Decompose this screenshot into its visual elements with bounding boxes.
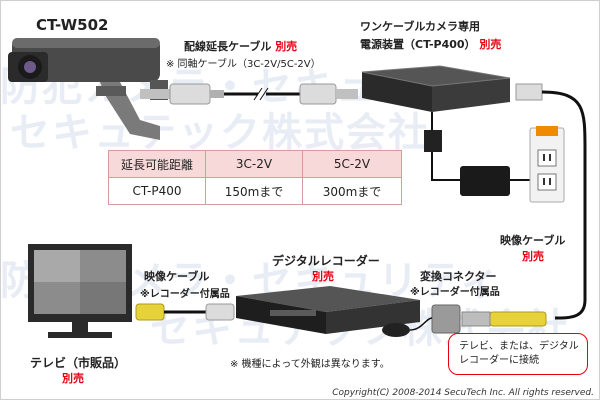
- callout-line1: テレビ、または、デジタル: [459, 341, 579, 352]
- extension-cable: [140, 83, 358, 105]
- power-unit-label: 電源装置（CT-P400） 別売: [360, 38, 501, 52]
- video-cable-left-note: ※レコーダー付属品: [140, 289, 230, 300]
- video-cable-right-sold: 別売: [522, 250, 544, 263]
- plug-illustration: [424, 130, 442, 152]
- extension-cable-sold: 別売: [275, 40, 298, 53]
- video-cable-right-name: 映像ケーブル: [500, 234, 566, 247]
- video-cable-left-plug: [135, 303, 165, 321]
- recorder-name: デジタルレコーダー: [272, 254, 380, 268]
- tv-sold: 別売: [62, 372, 84, 385]
- table-row: CT-P400 150mまで 300mまで: [108, 177, 402, 205]
- video-cable-right-plug: [515, 83, 543, 101]
- connector-name: 変換コネクター: [420, 270, 497, 283]
- power-unit-sold: 別売: [479, 38, 502, 51]
- video-cable-right-end: [489, 311, 547, 327]
- tv-illustration: [28, 244, 132, 338]
- connector-note: ※レコーダー付属品: [410, 287, 500, 298]
- video-cable-right: [541, 90, 587, 320]
- video-cable-left-name: 映像ケーブル: [144, 270, 210, 283]
- connector-illustration: [431, 304, 461, 334]
- table-cell: 150mまで: [205, 177, 303, 205]
- power-unit-line2: 電源装置（CT-P400）: [360, 38, 476, 51]
- connection-callout: テレビ、または、デジタル レコーダーに接続: [448, 333, 588, 375]
- callout-line2: レコーダーに接続: [459, 355, 539, 366]
- copyright: Copyright(C) 2008-2014 SecuTech Inc. All…: [332, 388, 594, 398]
- power-unit-illustration: [361, 65, 511, 112]
- table-cell: 300mまで: [302, 177, 402, 205]
- recorder-illustration: [236, 286, 420, 334]
- mouse-illustration: [382, 323, 410, 337]
- tv-name: テレビ（市販品）: [30, 356, 127, 370]
- power-unit-line1: ワンケーブルカメラ専用: [360, 20, 481, 33]
- table-cell: CT-P400: [108, 177, 206, 205]
- ac-adapter-illustration: [460, 166, 510, 196]
- table-header-cell: 3C-2V: [205, 150, 303, 178]
- extension-cable-label: 配線延長ケーブル 別売: [184, 40, 297, 54]
- recorder-sold: 別売: [312, 270, 334, 283]
- watermark-top-2: セキュテック株式会社: [10, 110, 430, 156]
- extension-cable-name: 配線延長ケーブル: [184, 40, 272, 53]
- table-header-cell: 5C-2V: [302, 150, 402, 178]
- wall-outlet-illustration: [529, 126, 565, 203]
- extension-cable-note: ※ 同軸ケーブル（3C-2V/5C-2V）: [166, 59, 321, 70]
- table-header-row: 延長可能距離 3C-2V 5C-2V: [108, 150, 402, 178]
- table-header-cell: 延長可能距離: [108, 150, 206, 178]
- camera-model: CT-W502: [36, 16, 109, 34]
- extension-distance-table: 延長可能距離 3C-2V 5C-2V CT-P400 150mまで 300mまで: [108, 150, 402, 205]
- appearance-note: ※ 機種によって外観は異なります。: [230, 359, 390, 370]
